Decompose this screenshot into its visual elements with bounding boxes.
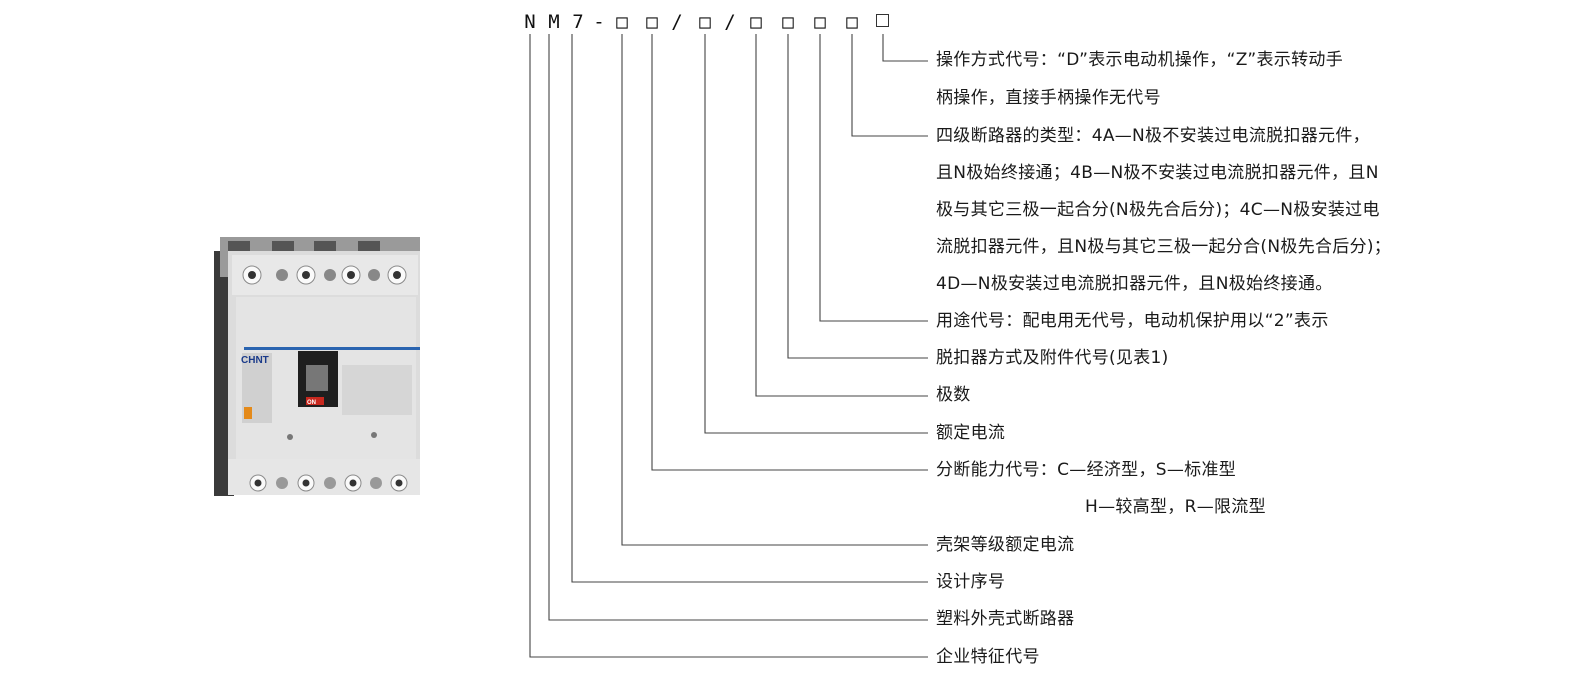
desc-poles: 极数 bbox=[936, 385, 971, 405]
leader-design-serial bbox=[571, 34, 928, 583]
brand-logo: CHNT bbox=[241, 355, 269, 366]
code-char-slash-1: / bbox=[671, 11, 683, 33]
desc-breaking-capacity-line-1: 分断能力代号：C—经济型，S—标准型 bbox=[936, 460, 1237, 480]
code-box-operation bbox=[876, 14, 889, 27]
desc-design-serial: 设计序号 bbox=[936, 572, 1006, 592]
desc-four-pole-type-line-5: 4D—N极安装过电流脱扣器元件，且N极始终接通。 bbox=[936, 274, 1333, 294]
leader-enterprise bbox=[529, 34, 928, 658]
desc-four-pole-type-line-2: 且N极始终接通；4B—N极不安装过电流脱扣器元件，且N bbox=[936, 163, 1379, 183]
desc-operation-line-1: 操作方式代号：“D”表示电动机操作，“Z”表示转动手 bbox=[936, 50, 1344, 70]
leader-poles bbox=[755, 34, 928, 397]
code-box-usage: □ bbox=[814, 11, 826, 33]
code-box-breaking-capacity: □ bbox=[646, 11, 658, 33]
desc-operation-line-2: 柄操作，直接手柄操作无代号 bbox=[936, 88, 1161, 108]
desc-breaking-capacity-line-2: H—较高型，R—限流型 bbox=[1085, 497, 1266, 517]
desc-four-pole-type-line-3: 极与其它三极一起合分(N极先合后分)；4C—N极安装过电 bbox=[936, 200, 1380, 220]
leader-usage bbox=[819, 34, 928, 322]
desc-usage: 用途代号：配电用无代号，电动机保护用以“2”表示 bbox=[936, 311, 1329, 331]
code-char-n: N bbox=[524, 11, 536, 33]
desc-frame-current: 壳架等级额定电流 bbox=[936, 535, 1075, 555]
code-char-slash-2: / bbox=[724, 11, 736, 33]
code-box-release: □ bbox=[782, 11, 794, 33]
switch-on-label: ON bbox=[307, 400, 316, 406]
code-box-frame-current: □ bbox=[616, 11, 628, 33]
code-box-four-pole-type: □ bbox=[846, 11, 858, 33]
code-char-dash: - bbox=[593, 11, 605, 33]
leader-four-pole-type bbox=[851, 34, 928, 137]
leader-rated-current bbox=[704, 34, 928, 434]
leader-breaking-capacity bbox=[651, 34, 928, 471]
leader-mccb bbox=[548, 34, 928, 621]
code-box-rated-current: □ bbox=[699, 11, 711, 33]
leader-frame-current bbox=[621, 34, 928, 546]
desc-mccb: 塑料外壳式断路器 bbox=[936, 609, 1075, 629]
leader-operation bbox=[882, 34, 928, 62]
desc-four-pole-type-line-4: 流脱扣器元件，且N极与其它三极一起分合(N极先合后分)； bbox=[936, 237, 1392, 257]
leader-release bbox=[787, 34, 928, 359]
code-char-m: M bbox=[548, 11, 560, 33]
desc-release: 脱扣器方式及附件代号(见表1) bbox=[936, 348, 1169, 368]
circuit-breaker-image: CHNT ON bbox=[214, 237, 420, 496]
desc-four-pole-type-line-1: 四级断路器的类型：4A—N极不安装过电流脱扣器元件， bbox=[936, 126, 1370, 146]
code-box-poles: □ bbox=[750, 11, 762, 33]
desc-enterprise: 企业特征代号 bbox=[936, 647, 1040, 667]
desc-rated-current: 额定电流 bbox=[936, 423, 1006, 443]
code-char-7: 7 bbox=[572, 11, 584, 33]
